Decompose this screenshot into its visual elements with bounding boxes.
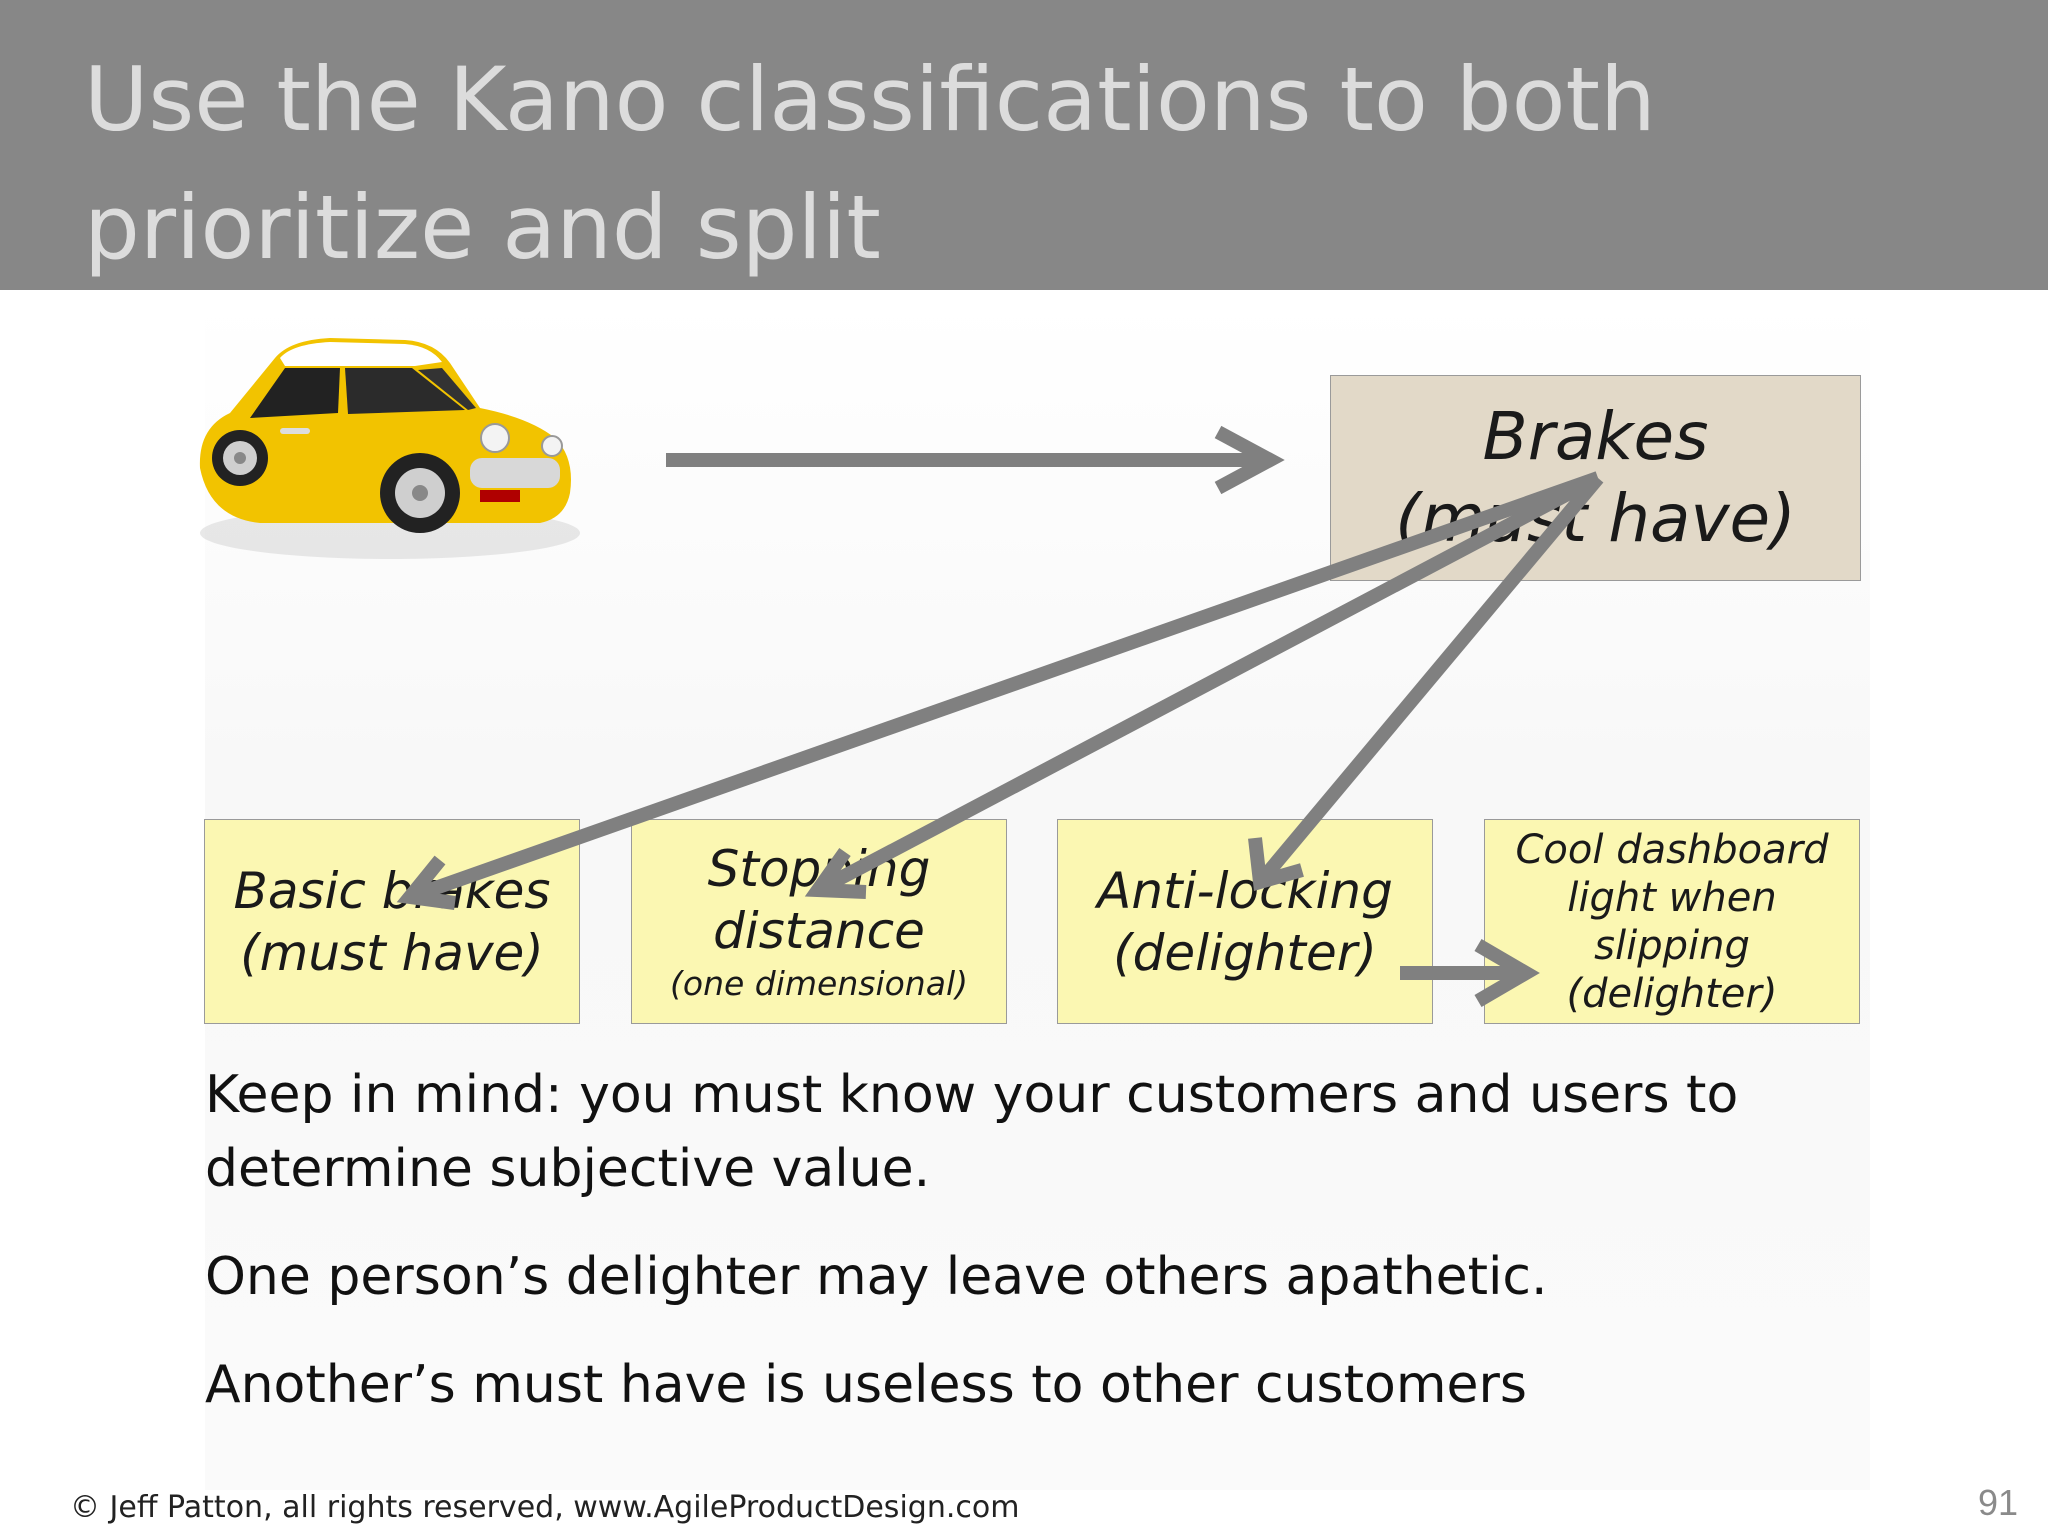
- page-number: 91: [1977, 1482, 2018, 1523]
- card-label-line2: distance: [713, 901, 925, 960]
- slide-title: Use the Kano classifications to both pri…: [84, 48, 1656, 279]
- card-anti-locking: Anti-locking (delighter): [1057, 819, 1433, 1024]
- brakes-source-box: Brakes (must have): [1330, 375, 1861, 581]
- card-classification: (delighter): [1566, 970, 1778, 1017]
- car-illustration: [199, 338, 580, 559]
- note-paragraph: Keep in mind: you must know your custome…: [205, 1065, 1739, 1199]
- card-label: Cool dashboard: [1515, 826, 1829, 873]
- card-basic-brakes: Basic brakes (must have): [204, 819, 580, 1024]
- title-bar: Use the Kano classifications to both pri…: [0, 0, 2048, 290]
- card-classification: (delighter): [1113, 923, 1377, 982]
- card-label: Anti-locking: [1097, 861, 1393, 920]
- card-label: Stopping: [707, 839, 931, 898]
- card-label-line2: light when slipping: [1567, 874, 1777, 969]
- note-paragraph: Another’s must have is useless to other …: [205, 1355, 1527, 1415]
- copyright-footer: © Jeff Patton, all rights reserved, www.…: [70, 1490, 1020, 1525]
- card-cool-dashboard-light: Cool dashboard light when slipping (deli…: [1484, 819, 1860, 1024]
- note-paragraph: One person’s delighter may leave others …: [205, 1247, 1548, 1307]
- card-classification: (must have): [240, 923, 544, 982]
- card-classification: (one dimensional): [670, 963, 968, 1003]
- card-label: Basic brakes: [233, 861, 551, 920]
- brakes-classification: (must have): [1395, 480, 1796, 557]
- brakes-title: Brakes: [1482, 398, 1709, 475]
- card-stopping-distance: Stopping distance (one dimensional): [631, 819, 1007, 1024]
- notes-text: Keep in mind: you must know your custome…: [205, 1058, 1905, 1456]
